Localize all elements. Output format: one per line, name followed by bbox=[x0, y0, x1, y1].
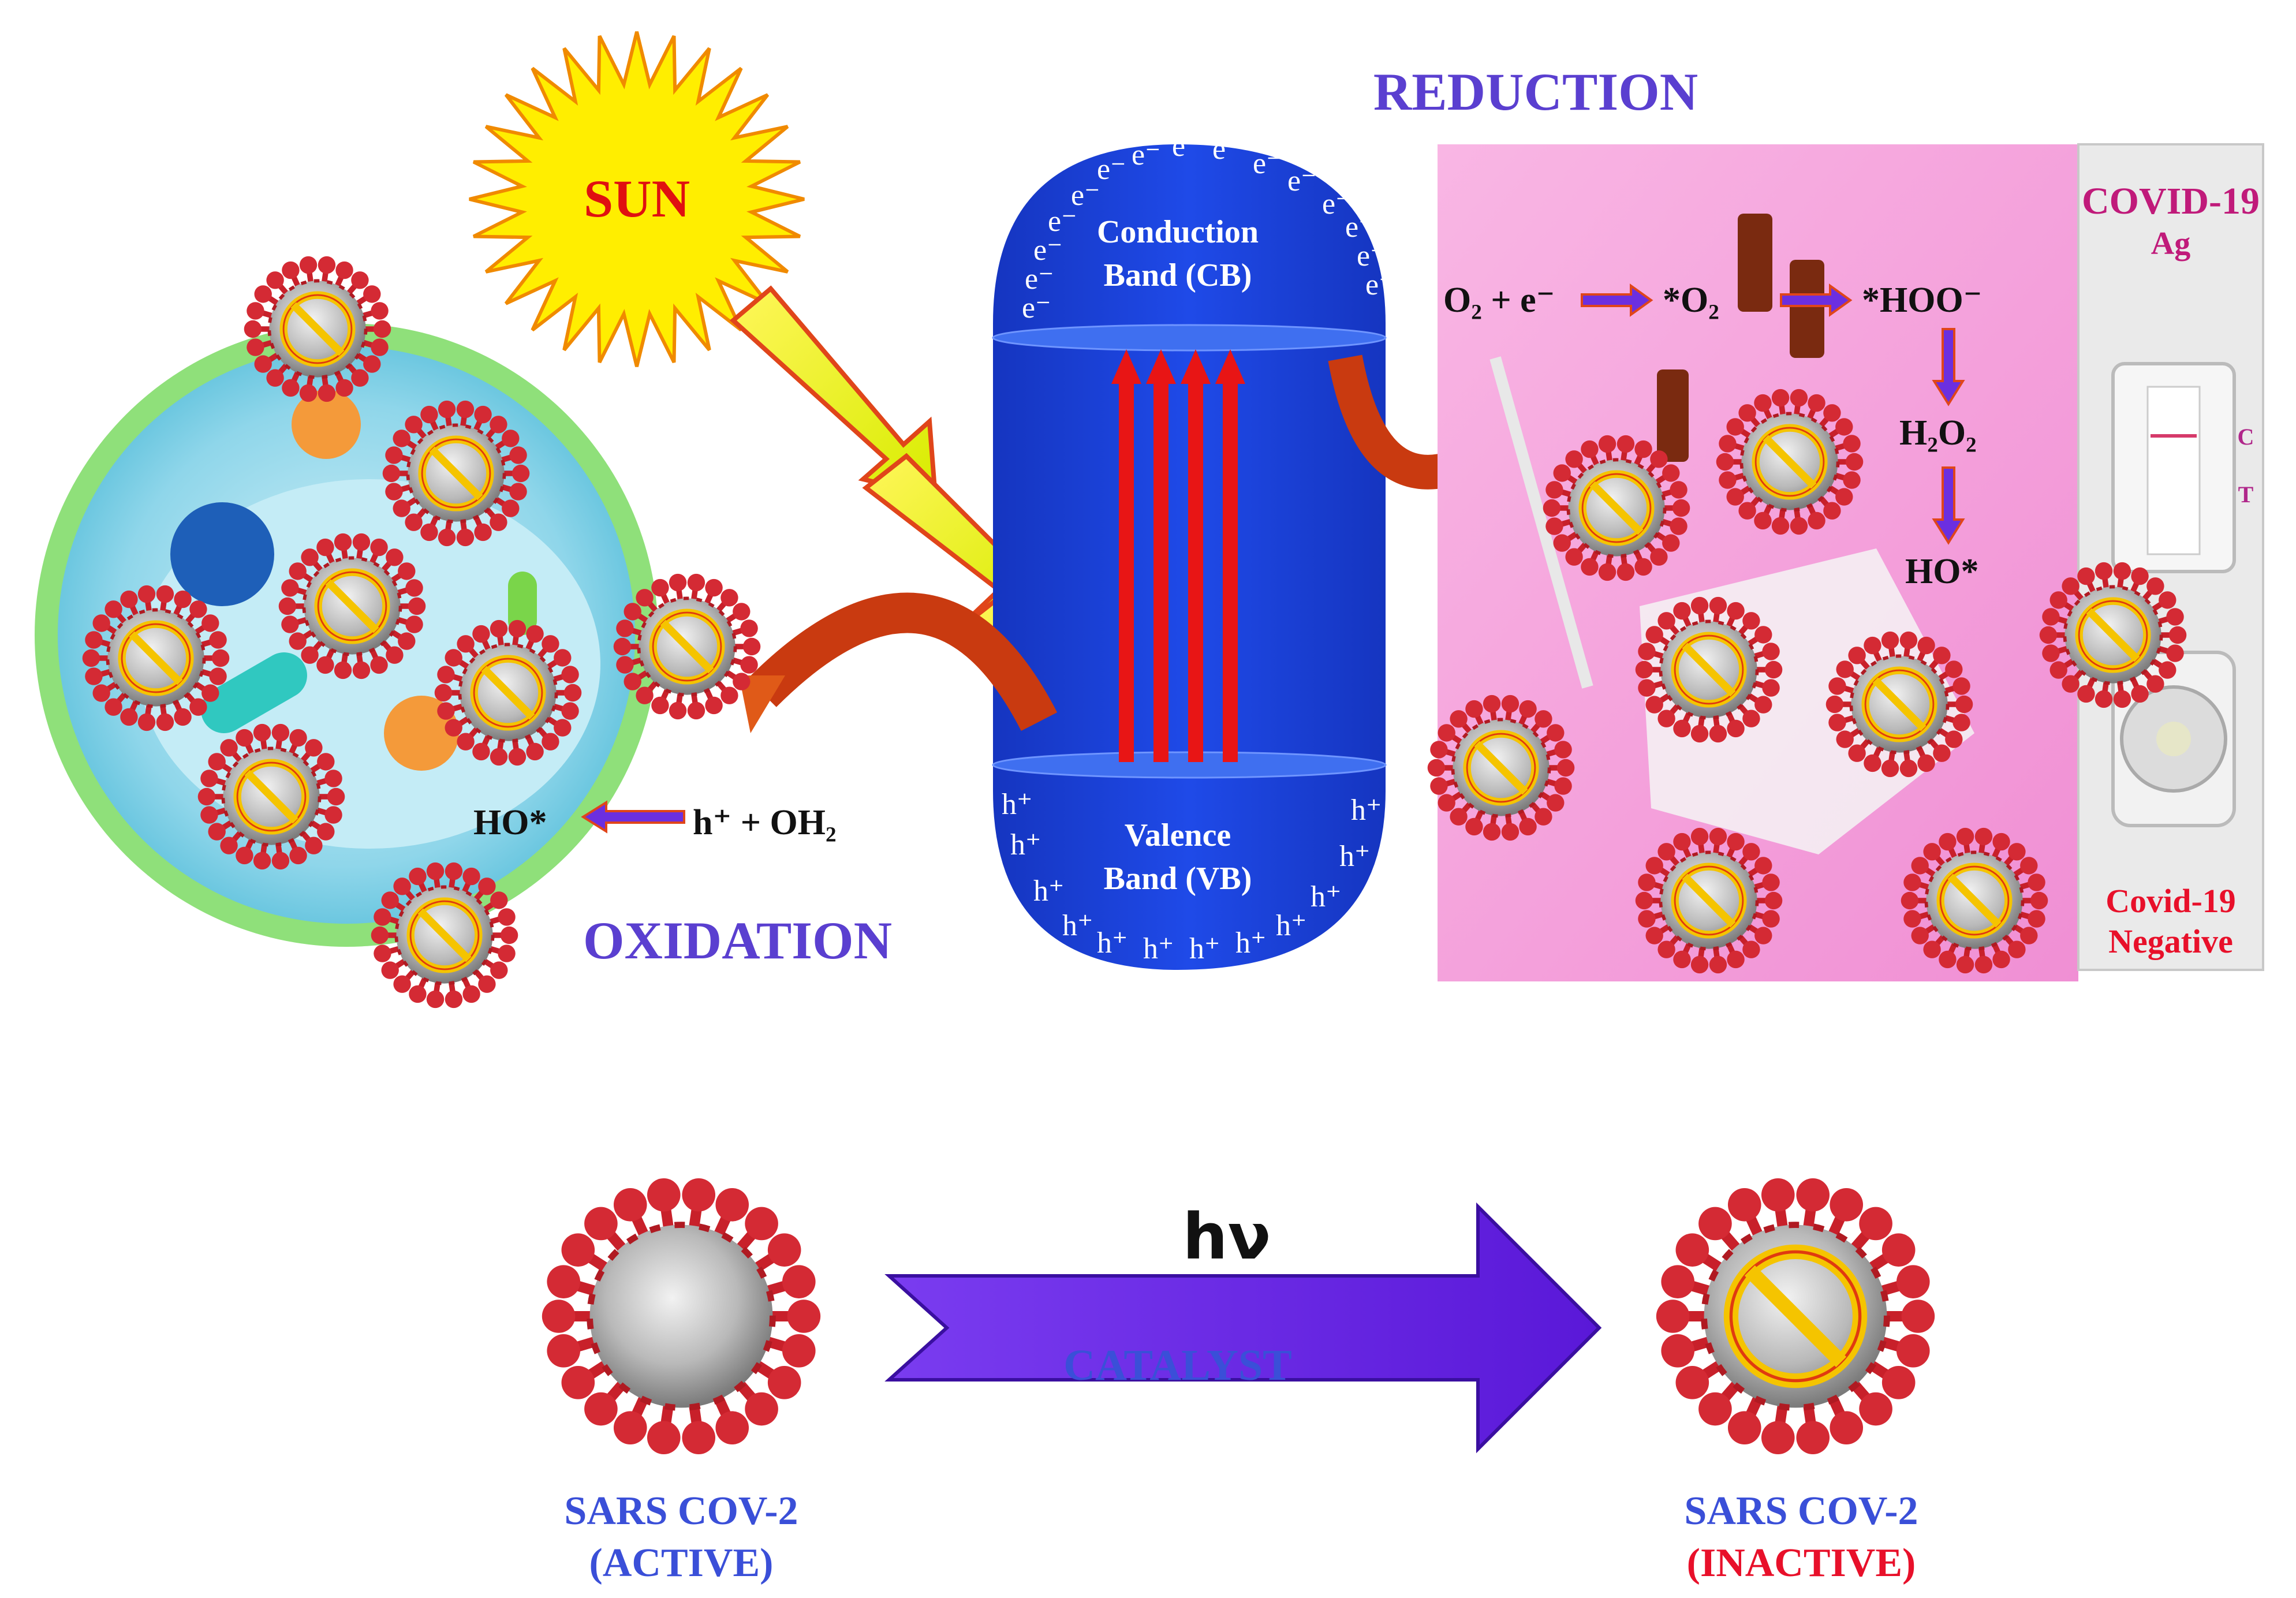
test-t-label: T bbox=[2238, 481, 2254, 507]
hole-9: h⁺ bbox=[1276, 909, 1306, 942]
electron-1: e⁻ bbox=[1033, 234, 1063, 267]
hole-10: h⁺ bbox=[1311, 880, 1341, 913]
vial-icon-2 bbox=[1790, 260, 1824, 358]
test-c-label: C bbox=[2238, 424, 2254, 450]
electron-11: e⁻ bbox=[1345, 211, 1375, 244]
hole-4: h⁺ bbox=[1062, 909, 1093, 942]
semiconductor-band: Conduction Band (CB) Valence Band (VB) e… bbox=[992, 130, 1395, 970]
conduction-band-label: Conduction bbox=[1097, 214, 1259, 250]
hole-8: h⁺ bbox=[1235, 927, 1266, 959]
reduction-reactions: O₂ + e⁻ *O₂ *HOO⁻ H₂O₂ HO* bbox=[1443, 281, 1982, 591]
electron-10: e⁻ bbox=[1322, 188, 1352, 221]
sars-cov-2-active-icon bbox=[542, 1178, 820, 1454]
electron-4: e⁻ bbox=[1097, 153, 1126, 186]
oxidation-reaction: HO* h⁺ + OH₂ OXIDATION bbox=[473, 800, 892, 970]
electron-7: e⁻ bbox=[1212, 133, 1242, 166]
bottom-equation: hν CATALYST SARS COV-2 (ACTIVE) SARS COV… bbox=[542, 1178, 1935, 1585]
hole-11: h⁺ bbox=[1339, 840, 1370, 873]
hole-1: h⁺ bbox=[1002, 788, 1032, 821]
oxidation-reactant: h⁺ + OH₂ bbox=[693, 803, 837, 842]
red-o2-radical: *O₂ bbox=[1663, 281, 1719, 320]
reduction-panel bbox=[1438, 144, 2078, 981]
red-o2-e: O₂ + e⁻ bbox=[1443, 281, 1555, 320]
reduction-title: REDUCTION bbox=[1373, 62, 1698, 121]
holes: h⁺h⁺h⁺h⁺h⁺h⁺h⁺h⁺h⁺h⁺h⁺h⁺ bbox=[1002, 788, 1382, 965]
red-h2o2: H₂O₂ bbox=[1899, 413, 1977, 453]
valence-band-label: Valence bbox=[1125, 817, 1231, 853]
conduction-band-label-2: Band (CB) bbox=[1104, 257, 1252, 293]
valence-band-label-2: Band (VB) bbox=[1104, 861, 1252, 897]
red-ho: HO* bbox=[1905, 552, 1978, 591]
electron-6: e⁻ bbox=[1172, 130, 1201, 163]
active-virus-icon bbox=[542, 1178, 820, 1454]
hole-7: h⁺ bbox=[1189, 932, 1220, 965]
sun-label: SUN bbox=[584, 169, 690, 228]
electron-14: e⁻ bbox=[1025, 263, 1054, 296]
hole-12: h⁺ bbox=[1351, 794, 1382, 827]
vial-icon-3 bbox=[1657, 369, 1689, 462]
electron-15: e⁻ bbox=[1022, 292, 1051, 324]
active-label-2: (ACTIVE) bbox=[589, 1541, 774, 1585]
electron-5: e⁻ bbox=[1132, 139, 1161, 171]
green-bacterium-icon bbox=[201, 652, 307, 733]
test-result-2: Negative bbox=[2108, 923, 2233, 960]
electron-13: e⁻ bbox=[1365, 268, 1395, 301]
electron-8: e⁻ bbox=[1253, 147, 1282, 180]
active-label: SARS COV-2 bbox=[564, 1489, 798, 1533]
test-title-2: Ag bbox=[2151, 226, 2190, 262]
blue-bacterium-icon bbox=[170, 502, 274, 606]
syringe-icon bbox=[1489, 356, 1593, 689]
electron-3: e⁻ bbox=[1071, 179, 1100, 212]
excitation-arrows bbox=[1111, 349, 1245, 762]
catalyst-arrow bbox=[884, 1202, 1602, 1454]
hv-label: hν bbox=[1182, 1200, 1271, 1274]
oxidation-title: OXIDATION bbox=[583, 911, 892, 970]
electron-12: e⁻ bbox=[1357, 240, 1386, 272]
electron-9: e⁻ bbox=[1287, 165, 1317, 197]
hole-2: h⁺ bbox=[1010, 828, 1041, 861]
red-hoo: *HOO⁻ bbox=[1862, 281, 1982, 320]
inactive-virus-icon bbox=[1656, 1178, 1935, 1454]
antigen-test-kit: COVID-19 Ag C T bbox=[2077, 143, 2264, 971]
electrons: e⁻e⁻e⁻e⁻e⁻e⁻e⁻e⁻e⁻e⁻e⁻e⁻e⁻e⁻e⁻ bbox=[1022, 130, 1395, 324]
oxidation-product: HO* bbox=[473, 803, 547, 842]
electron-2: e⁻ bbox=[1048, 205, 1077, 238]
test-title: COVID-19 bbox=[2082, 180, 2260, 222]
vial-icon bbox=[1738, 214, 1772, 312]
sun: SUN bbox=[469, 31, 805, 367]
hole-5: h⁺ bbox=[1097, 927, 1128, 959]
test-result: Covid-19 bbox=[2105, 882, 2236, 920]
catalyst-label: CATALYST bbox=[1063, 1341, 1292, 1390]
inactive-label: SARS COV-2 bbox=[1684, 1489, 1918, 1533]
hole-6: h⁺ bbox=[1143, 932, 1174, 965]
orange-virus-icon bbox=[292, 390, 361, 459]
inactive-label-2: (INACTIVE) bbox=[1687, 1541, 1916, 1585]
hole-3: h⁺ bbox=[1033, 875, 1064, 908]
sars-cov-2-inactive-icon bbox=[1656, 1178, 1935, 1454]
